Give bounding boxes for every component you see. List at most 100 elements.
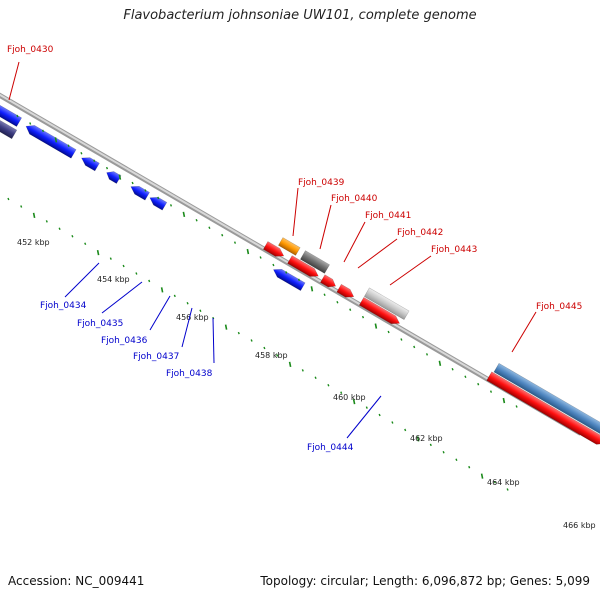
gene-feature-arrow [81,157,100,172]
gene-feature-box [493,362,600,439]
ruler-tick [118,174,122,180]
ruler-tick [361,315,365,319]
ruler-tick [122,264,125,268]
gene-label: Fjoh_0437 [133,352,179,362]
ruler-tick [413,345,416,349]
gene-feature-arrow [262,241,285,257]
gene-label: Fjoh_0444 [307,443,354,453]
gene-feature-arrow [320,274,336,288]
ruler-tick [288,361,292,368]
gene-feature-arrow [336,283,355,298]
ruler-tick [468,465,471,469]
ruler-label: 456 kbp [176,313,209,322]
ruler-tick [391,421,394,424]
ruler-tick [246,248,250,255]
gene-feature-box [0,97,18,140]
gene-feature-arrow [130,186,150,201]
ruler-tick [93,159,96,162]
ruler-label: 462 kbp [410,434,443,443]
ruler-tick [378,413,381,417]
ruler-tick [58,227,61,231]
gene-label: Fjoh_0440 [331,194,378,204]
ruler-tick [173,294,176,298]
ruler-tick [451,368,454,371]
ruler-tick [276,354,279,357]
ruler-tick [80,151,83,155]
ruler-tick [157,196,160,200]
ruler-tick [199,309,202,313]
ruler-tick [327,383,330,387]
ruler-tick [16,114,19,118]
ruler-tick [404,428,407,432]
genome-summary: Topology: circular; Length: 6,096,872 bp… [260,574,590,588]
ruler-tick [400,338,403,341]
ruler-tick [41,129,45,133]
ruler-label: 464 kbp [487,478,520,487]
gene-label: Fjoh_0434 [40,301,87,311]
gene-label: Fjoh_0436 [101,336,148,346]
ruler-tick [84,242,87,245]
gene-label: Fjoh_0435 [77,319,123,329]
ruler-tick [131,181,134,185]
ruler-label: 454 kbp [97,275,130,284]
gene-feature-box [300,250,330,274]
gene-label: Fjoh_0443 [431,245,477,255]
accession-text: Accession: NC_009441 [8,574,145,588]
ruler-tick [489,390,493,393]
ruler-tick [135,272,138,275]
ruler-tick [96,249,100,256]
ruler-tick [263,346,266,350]
ruler-tick [148,279,151,283]
ruler-labels: 452 kbp 454 kbp 456 kbp 458 kbp 460 kbp … [17,238,596,530]
ruler-tick [195,219,198,222]
ruler-tick [71,234,74,238]
gene-feature-box [363,287,410,320]
gene-label: Fjoh_0441 [365,211,411,221]
ruler-tick [182,211,186,218]
gene-label: Fjoh_0442 [397,228,443,238]
gene-feature-arrow [358,297,400,325]
gene-label: Fjoh_0439 [298,178,345,188]
ruler-tick [32,212,36,219]
gene-feature-arrow [106,171,122,184]
ruler-tick [169,204,173,207]
ruler-tick [464,375,467,378]
ruler-tick [442,451,445,454]
ruler-tick [416,436,420,442]
ruler-tick [506,488,509,491]
ruler-tick [480,473,484,479]
ruler-tick [323,293,326,297]
ruler-tick [105,166,109,170]
gene-labels: Fjoh_0430 Fjoh_0439 Fjoh_0440 Fjoh_0441 … [7,45,582,453]
gene-feature-arrow [287,255,319,277]
ruler-tick [438,360,442,366]
ruler-tick [374,323,378,329]
ruler-tick [67,144,70,148]
ruler-tick [429,443,432,447]
ruler-tick [477,382,480,386]
gene-label: Fjoh_0438 [166,369,213,379]
ruler-tick [29,122,32,125]
ruler-tick [336,300,339,304]
ruler-tick [45,220,48,223]
ruler-tick [272,263,275,267]
ruler-tick [301,369,304,372]
ruler-tick [221,233,224,237]
ruler-tick [493,480,496,484]
ruler-tick [340,391,343,394]
gene-feature-arrow [25,125,77,159]
ruler-tick [160,287,164,293]
ruler-tick [365,406,368,409]
ruler-tick [54,137,58,143]
leader-lines [8,61,537,439]
gene-feature-arrow [0,95,22,127]
ruler-tick [186,302,189,305]
ruler-tick [387,330,390,334]
map-title: Flavobacterium johnsoniae UW101, complet… [123,8,477,23]
ruler-label: 460 kbp [333,393,366,402]
ruler-tick [425,353,429,356]
ruler-ticks [7,114,518,491]
ruler-tick [455,458,458,461]
ruler-label: 452 kbp [17,238,50,247]
